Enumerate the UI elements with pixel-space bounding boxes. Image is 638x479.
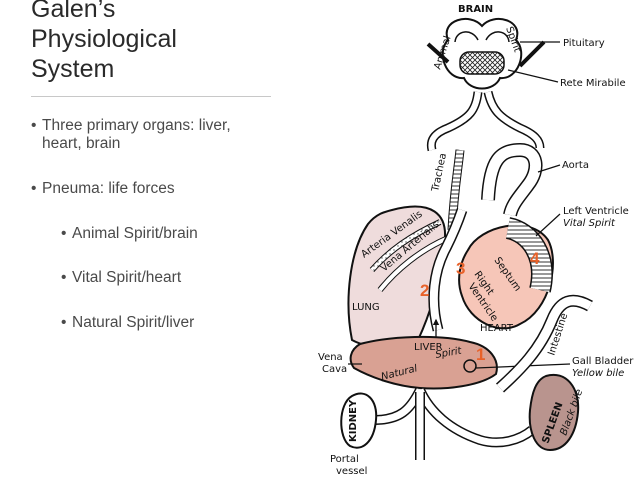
yellow-bile-label: Yellow bile xyxy=(572,368,624,379)
bullet-natural-spirit-text: Natural Spirit/liver xyxy=(72,314,195,331)
lung-label: LUNG xyxy=(352,302,380,313)
brain xyxy=(441,17,523,90)
rete-label: Rete Mirabile xyxy=(560,78,626,89)
bullet-organs-text-1: Three primary organs: liver, xyxy=(42,117,231,134)
portal-label-1: Portal xyxy=(330,454,359,465)
number-2: 2 xyxy=(420,281,429,300)
portal-label-2: vessel xyxy=(336,466,367,477)
bullet-animal-spirit-text: Animal Spirit/brain xyxy=(72,225,198,242)
aorta-label: Aorta xyxy=(562,160,589,171)
galen-diagram: BRAIN Animal Spirit Pituitary Rete Mirab… xyxy=(318,4,634,477)
slide-title-line-3: System xyxy=(31,55,115,83)
gall-bladder xyxy=(463,359,477,373)
brain-label: BRAIN xyxy=(458,4,493,15)
vital-spirit-label: Vital Spirit xyxy=(563,218,616,229)
bullet-pneuma: • Pneuma: life forces xyxy=(31,180,175,198)
number-1: 1 xyxy=(476,345,485,364)
bullet-dot: • xyxy=(61,269,67,286)
bullet-dot: • xyxy=(31,180,37,197)
left-ventricle-leader xyxy=(535,213,561,237)
bullet-vital-spirit-text: Vital Spirit/heart xyxy=(72,269,182,286)
bullet-dot: • xyxy=(61,225,67,242)
gall-bladder-label: Gall Bladder xyxy=(572,356,634,367)
trachea-label: Trachea xyxy=(430,152,449,193)
number-4: 4 xyxy=(530,249,540,268)
bullet-organs: • Three primary organs: liver, heart, bra… xyxy=(31,117,231,153)
slide-title-line-1: Galen’s xyxy=(31,0,116,23)
kidney xyxy=(340,392,378,449)
number-3: 3 xyxy=(456,259,465,278)
title-divider xyxy=(31,96,271,97)
slide-title-line-2: Physiological xyxy=(31,25,177,53)
vena-cava-label-2: Cava xyxy=(322,364,347,375)
aorta-leader xyxy=(537,164,561,173)
bullet-vital-spirit: • Vital Spirit/heart xyxy=(61,269,181,287)
liver xyxy=(349,335,498,390)
pituitary-label: Pituitary xyxy=(563,38,605,49)
heart-label: HEART xyxy=(480,323,514,334)
bullet-dot: • xyxy=(61,314,67,331)
bullet-pneuma-text: Pneuma: life forces xyxy=(42,180,175,197)
rete-leader xyxy=(507,69,559,83)
liver-spirit-label: Spirit xyxy=(435,345,464,361)
slide-title: Galen’s Physiological System xyxy=(31,0,177,84)
bullet-dot: • xyxy=(31,117,37,134)
left-ventricle-label: Left Ventricle xyxy=(563,206,629,217)
bullet-natural-spirit: • Natural Spirit/liver xyxy=(61,314,194,332)
bullet-organs-text-2: heart, brain xyxy=(42,135,121,152)
vena-cava-label-1: Vena xyxy=(318,352,343,363)
kidney-label: KIDNEY xyxy=(348,399,359,442)
bullet-animal-spirit: • Animal Spirit/brain xyxy=(61,225,198,243)
spleen xyxy=(528,373,580,452)
liver-label: LIVER xyxy=(414,342,443,353)
